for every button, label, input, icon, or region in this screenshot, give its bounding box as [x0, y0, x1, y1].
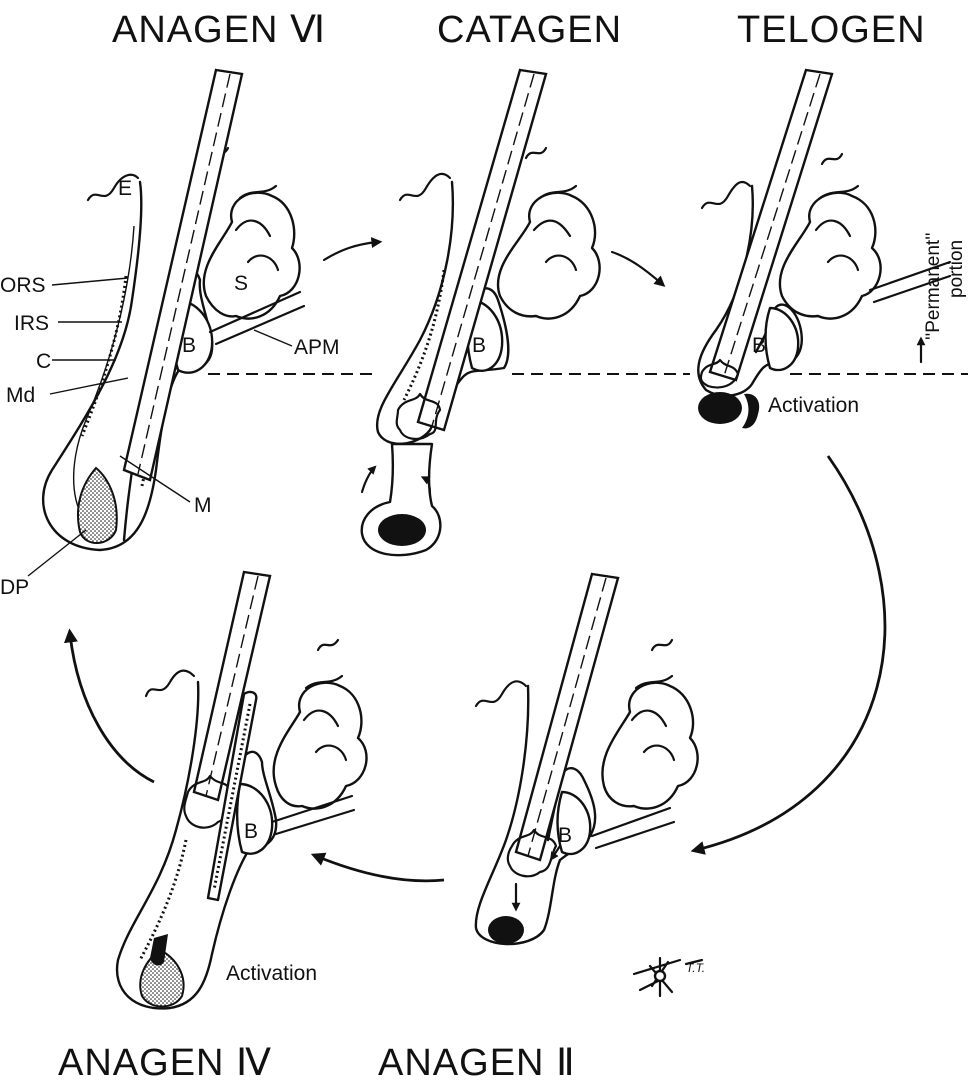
arrow-anagen-ii-to-anagen-iv [316, 856, 444, 881]
label-APM: APM [294, 336, 340, 359]
label-B-anagen-iv: B [244, 820, 258, 843]
stage-title-anagen-iv: ANAGEN Ⅳ [58, 1042, 272, 1084]
label-M: M [194, 494, 212, 517]
label-B-telogen: B [752, 334, 766, 357]
label-permanent: ''Permanent'' [923, 233, 944, 340]
stage-title-anagen-vi: ANAGEN Ⅵ [112, 9, 326, 51]
arrow-catagen-to-telogen [612, 252, 662, 284]
stage-title-anagen-ii: ANAGEN Ⅱ [378, 1042, 576, 1084]
label-B-anagen-ii: B [558, 824, 572, 847]
arrow-anagen-vi-to-catagen [324, 242, 378, 260]
label-C: C [36, 350, 51, 373]
follicle-anagen-vi [43, 70, 304, 550]
permanent-portion-annotation: ''Permanent'' portion [921, 233, 967, 362]
label-B-catagen: B [472, 334, 486, 357]
stage-title-catagen: CATAGEN [437, 9, 622, 51]
label-portion: portion [946, 240, 967, 298]
artist-signature: T.T. [686, 961, 705, 975]
label-activation-anagen-iv: Activation [226, 962, 317, 985]
label-DP: DP [0, 576, 29, 599]
label-Md: Md [6, 384, 35, 407]
arrow-telogen-to-anagen-ii [696, 456, 885, 850]
label-S: S [234, 272, 248, 295]
label-ORS: ORS [0, 274, 46, 297]
label-activation-telogen: Activation [768, 394, 859, 417]
arrow-anagen-iv-to-anagen-vi [70, 634, 154, 782]
label-IRS: IRS [14, 312, 49, 335]
follicle-catagen [362, 70, 600, 555]
follicle-anagen-iv [117, 572, 366, 1008]
stage-title-telogen: TELOGEN [737, 9, 926, 51]
label-B-anagen-vi: B [182, 334, 196, 357]
label-E: E [118, 177, 132, 200]
follicle-anagen-ii [476, 574, 698, 944]
